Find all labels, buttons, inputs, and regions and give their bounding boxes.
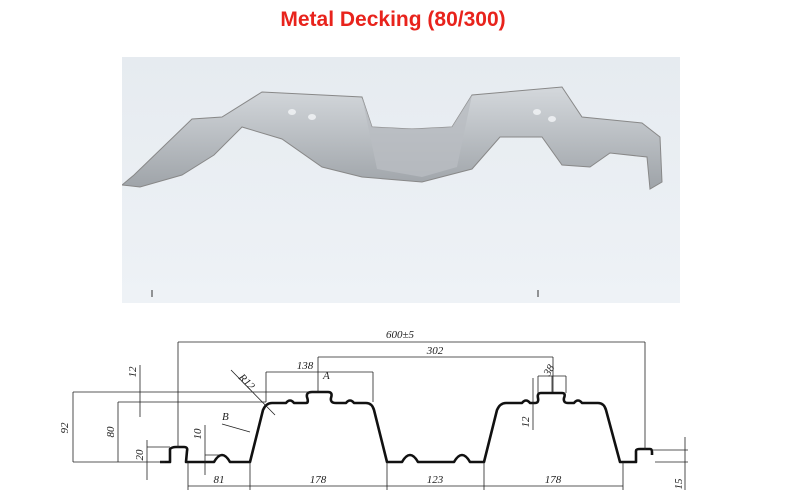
dim-stiffener-right: 12 — [520, 416, 532, 428]
label-a: A — [322, 370, 330, 382]
dim-rib-height: 80 — [105, 426, 117, 438]
dim-radius: R12 — [235, 371, 257, 393]
dim-trough-stiffener: 10 — [192, 428, 204, 440]
dim-overall-width: 600±5 — [386, 329, 415, 341]
dimension-lines — [72, 341, 688, 490]
dim-lap-height: 20 — [134, 449, 146, 461]
metal-decking-photo — [122, 57, 680, 303]
dim-crest-width: 38 — [541, 362, 558, 379]
dim-end-lip: 15 — [673, 478, 685, 490]
dim-total-height: 92 — [59, 422, 71, 434]
dim-rib-bottom-left: 178 — [310, 474, 327, 486]
dim-top-width: 138 — [297, 360, 314, 372]
label-b: B — [222, 411, 229, 423]
dim-stiffener-left: 12 — [127, 366, 139, 378]
page-title: Metal Decking (80/300) — [280, 8, 506, 31]
dim-rib-pitch: 302 — [426, 345, 444, 357]
dim-trough-width: 123 — [427, 474, 444, 486]
deck-profile — [160, 390, 654, 464]
dim-rib-bottom-right: 178 — [545, 474, 562, 486]
decking-photo-image — [122, 86, 663, 297]
dim-lap-width: 81 — [214, 474, 225, 486]
